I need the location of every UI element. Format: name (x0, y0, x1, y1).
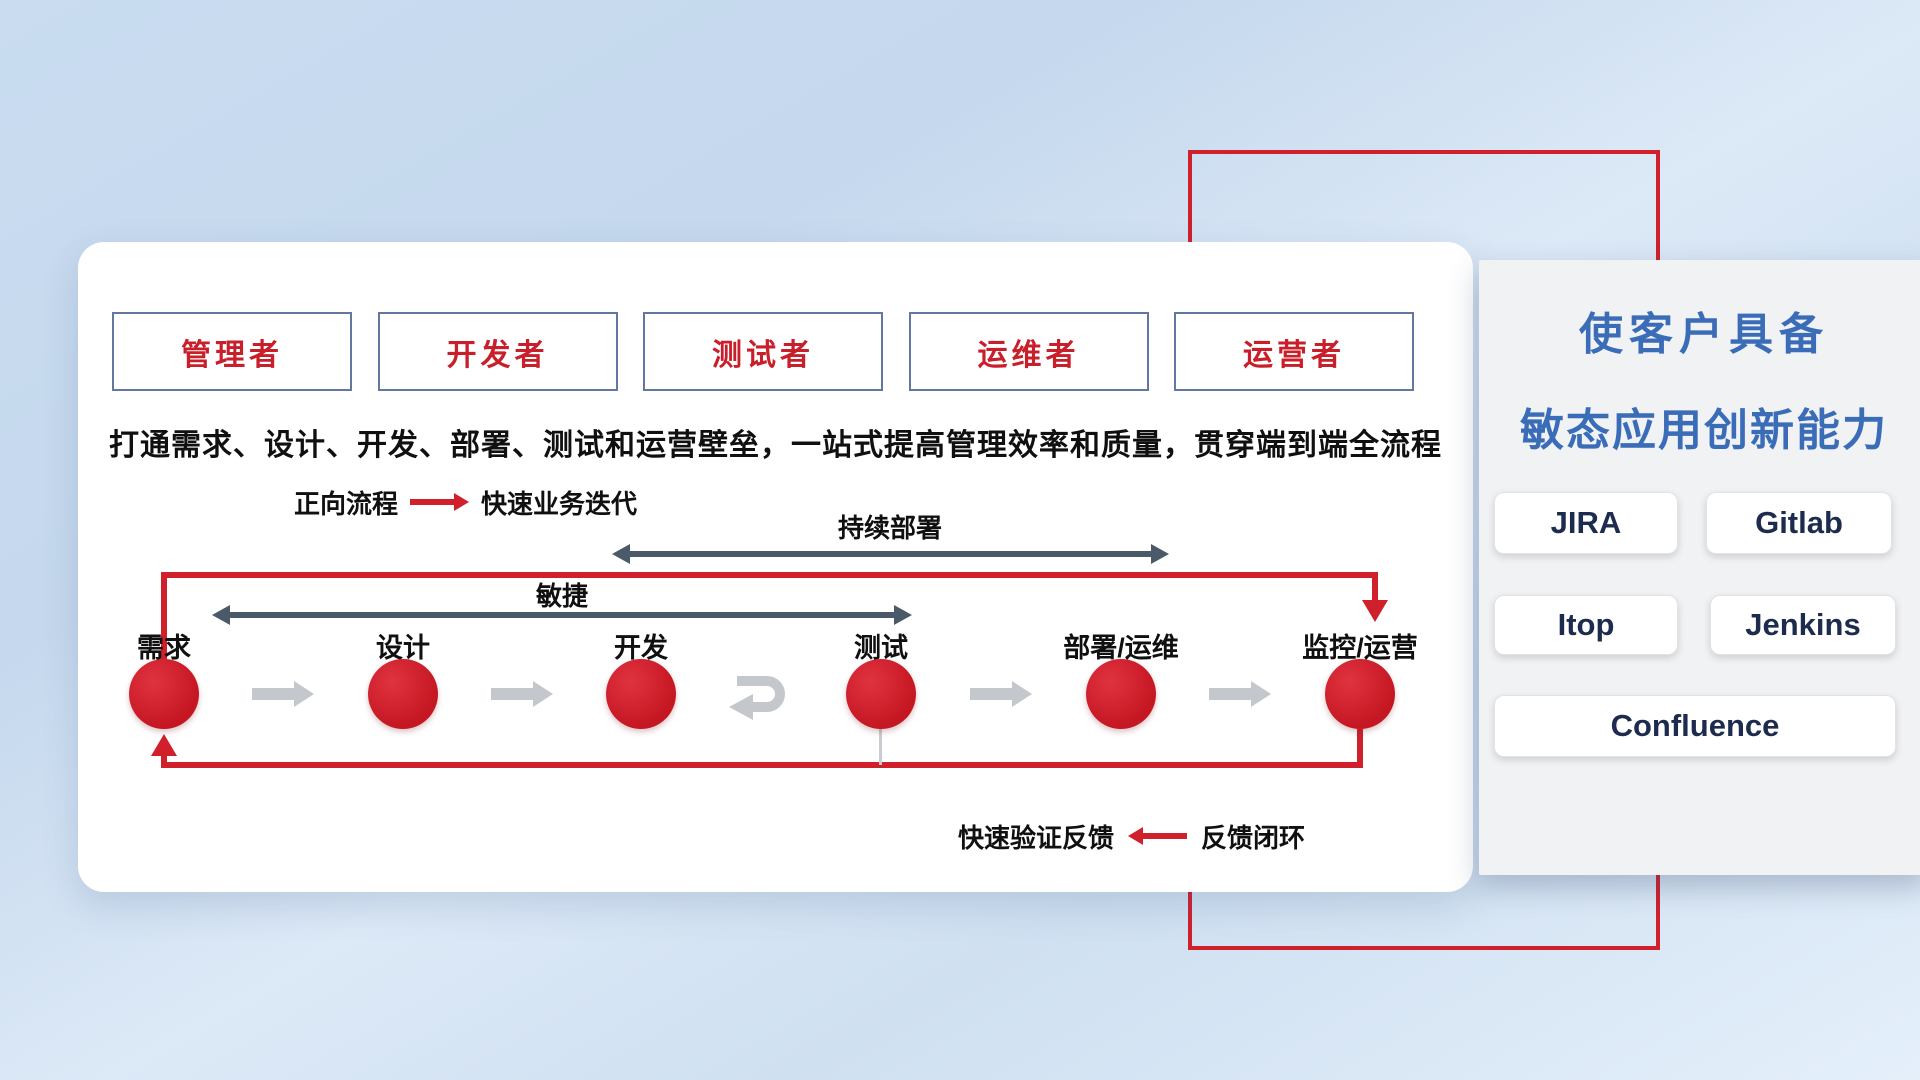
stage-node-design (368, 659, 438, 729)
tool-chip-itop: Itop (1494, 595, 1678, 655)
arrow-right-icon (252, 681, 314, 707)
role-box-operator: 运营者 (1174, 312, 1414, 391)
legend-forward-label: 正向流程 (294, 488, 399, 519)
stage-node-development (606, 659, 676, 729)
tool-chip-jenkins: Jenkins (1710, 595, 1896, 655)
role-box-tester: 测试者 (643, 312, 883, 391)
capability-panel: 使客户具备 敏态应用创新能力 JIRA Gitlab Itop Jenkins … (1479, 260, 1920, 875)
legend-feedback-desc: 快速验证反馈 (958, 822, 1115, 853)
test-feedback-connector (879, 729, 882, 765)
panel-title-line2: 敏态应用创新能力 (1520, 406, 1888, 455)
arrow-right-icon (491, 681, 553, 707)
agile-label: 敏捷 (535, 581, 588, 611)
stage-node-monitor-ops (1325, 659, 1395, 729)
role-label: 运营者 (1243, 338, 1345, 372)
continuous-deploy-label: 持续部署 (837, 513, 942, 543)
arrow-right-icon (970, 681, 1032, 707)
stage-label-development: 开发 (614, 633, 668, 663)
role-label: 运维者 (977, 338, 1080, 372)
arrow-shaft (230, 612, 894, 618)
stage-label-monitor-ops: 监控/运营 (1302, 633, 1418, 663)
feedback-loop-bottom-segment (161, 762, 1363, 768)
role-label: 测试者 (712, 338, 814, 372)
feedback-loop-left-stub (161, 752, 167, 768)
devops-flow-card: 管理者 开发者 测试者 运维者 运营者 打通需求、设计、开发、部署、测试和运营壁… (78, 242, 1473, 892)
stage-label-deploy-ops: 部署/运维 (1063, 633, 1179, 663)
forward-arrow-icon (410, 493, 470, 511)
forward-loop-down-arrowhead (1362, 600, 1388, 622)
feedback-loop-right-segment (1357, 729, 1363, 768)
stage-node-requirements (129, 659, 199, 729)
stage-node-testing (846, 659, 916, 729)
iteration-loop-icon (723, 666, 799, 727)
role-label: 管理者 (181, 338, 283, 372)
arrow-right-icon (1209, 681, 1271, 707)
forward-loop-right-segment (1372, 572, 1378, 600)
tool-chip-gitlab: Gitlab (1706, 492, 1892, 554)
continuous-deploy-arrow-icon (612, 544, 1169, 564)
stage-label-testing: 测试 (854, 633, 908, 663)
arrow-left-head (212, 605, 230, 625)
subtitle: 打通需求、设计、开发、部署、测试和运营壁垒，一站式提高管理效率和质量，贯穿端到端… (109, 429, 1442, 462)
legend-forward: 正向流程 快速业务迭代 (294, 486, 638, 519)
panel-title-line1: 使客户具备 (1579, 310, 1829, 359)
role-box-ops: 运维者 (908, 312, 1149, 391)
roles-row: 管理者 开发者 测试者 运维者 运营者 (112, 312, 1414, 391)
legend-feedback: 快速验证反馈 反馈闭环 (958, 820, 1306, 853)
arrow-right-head (894, 605, 912, 625)
legend-feedback-label: 反馈闭环 (1201, 822, 1306, 853)
stage-node-deploy-ops (1086, 659, 1156, 729)
stage-label-requirements: 需求 (137, 633, 191, 663)
feedback-loop-up-arrowhead (151, 734, 177, 756)
tool-chip-jira: JIRA (1494, 492, 1678, 554)
forward-loop-left-segment (161, 572, 167, 662)
legend-forward-desc: 快速业务迭代 (481, 488, 638, 519)
tool-chip-confluence: Confluence (1494, 695, 1896, 757)
arrow-shaft (630, 551, 1151, 557)
arrow-left-head (612, 544, 630, 564)
role-box-developer: 开发者 (377, 312, 618, 391)
stage-label-design: 设计 (376, 633, 430, 663)
arrow-right-head (1151, 544, 1169, 564)
role-box-manager: 管理者 (112, 312, 352, 391)
agile-arrow-icon (212, 605, 912, 625)
feedback-arrow-icon (1128, 827, 1188, 845)
role-label: 开发者 (446, 338, 549, 372)
forward-loop-top-segment (161, 572, 1378, 578)
